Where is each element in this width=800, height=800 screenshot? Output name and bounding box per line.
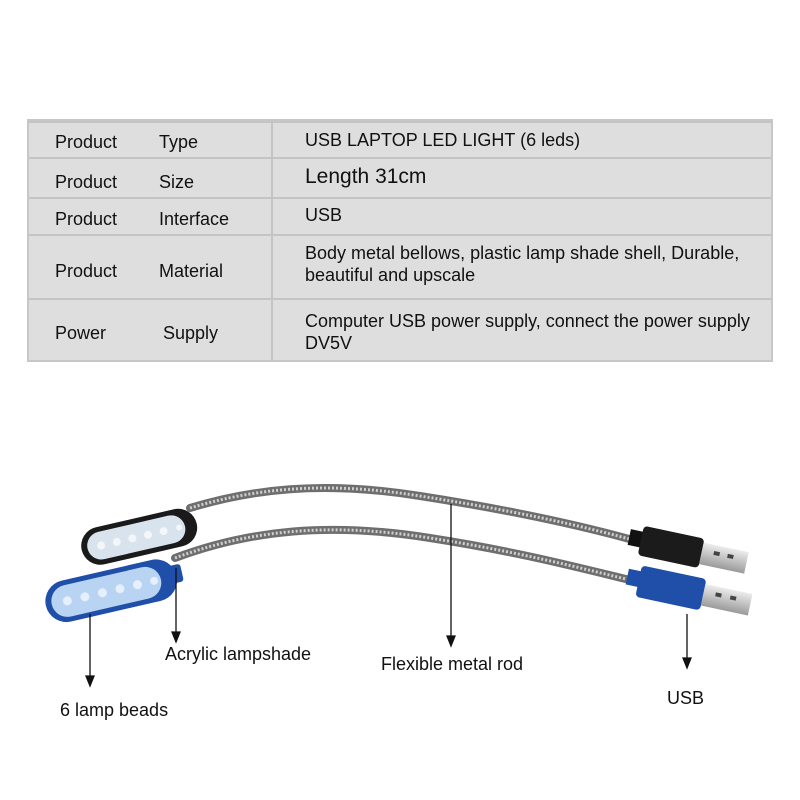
row-value: Length 31cm [305, 165, 427, 188]
blue-lamp-head [45, 559, 184, 623]
row-label-secondary: Size [159, 172, 195, 192]
black-lamp-head [81, 508, 198, 565]
spec-table: Product Type USB LAPTOP LED LIGHT (6 led… [27, 119, 773, 362]
row-label-primary: Product [55, 132, 118, 152]
row-label-secondary: Material [159, 261, 224, 281]
callout-acrylic-lampshade: Acrylic lampshade [165, 644, 312, 664]
row-label-primary: Product [55, 172, 118, 192]
table-row: Power Supply Computer USB power supply, … [29, 298, 771, 360]
callout-usb: USB [667, 688, 705, 708]
callout-flexible-metal-rod: Flexible metal rod [381, 654, 524, 674]
row-value: USB [305, 205, 343, 225]
table-row: Product Type USB LAPTOP LED LIGHT (6 led… [29, 121, 771, 157]
blue-usb-plug [625, 566, 753, 616]
row-label-secondary: Type [159, 132, 199, 152]
row-label-secondary: Interface [159, 209, 230, 229]
callout-arrows [85, 504, 692, 688]
row-label-primary: Product [55, 261, 118, 281]
table-row: Product Interface USB [29, 197, 771, 234]
row-value: USB LAPTOP LED LIGHT (6 leds) [305, 130, 581, 150]
product-illustration [45, 484, 753, 688]
product-diagram: Acrylic lampshade Flexible metal rod USB… [0, 430, 800, 730]
table-row: Product Size Length 31cm [29, 157, 771, 197]
column-divider [271, 121, 273, 360]
row-label-primary: Power [55, 323, 107, 343]
callout-lamp-beads: 6 lamp beads [60, 700, 169, 720]
row-value: Body metal bellows, plastic lamp shade s… [305, 243, 740, 285]
row-value: Computer USB power supply, connect the p… [305, 311, 750, 353]
black-usb-plug [627, 526, 749, 574]
row-label-secondary: Supply [163, 323, 219, 343]
row-label-primary: Product [55, 209, 118, 229]
table-row: Product Material Body metal bellows, pla… [29, 234, 771, 298]
